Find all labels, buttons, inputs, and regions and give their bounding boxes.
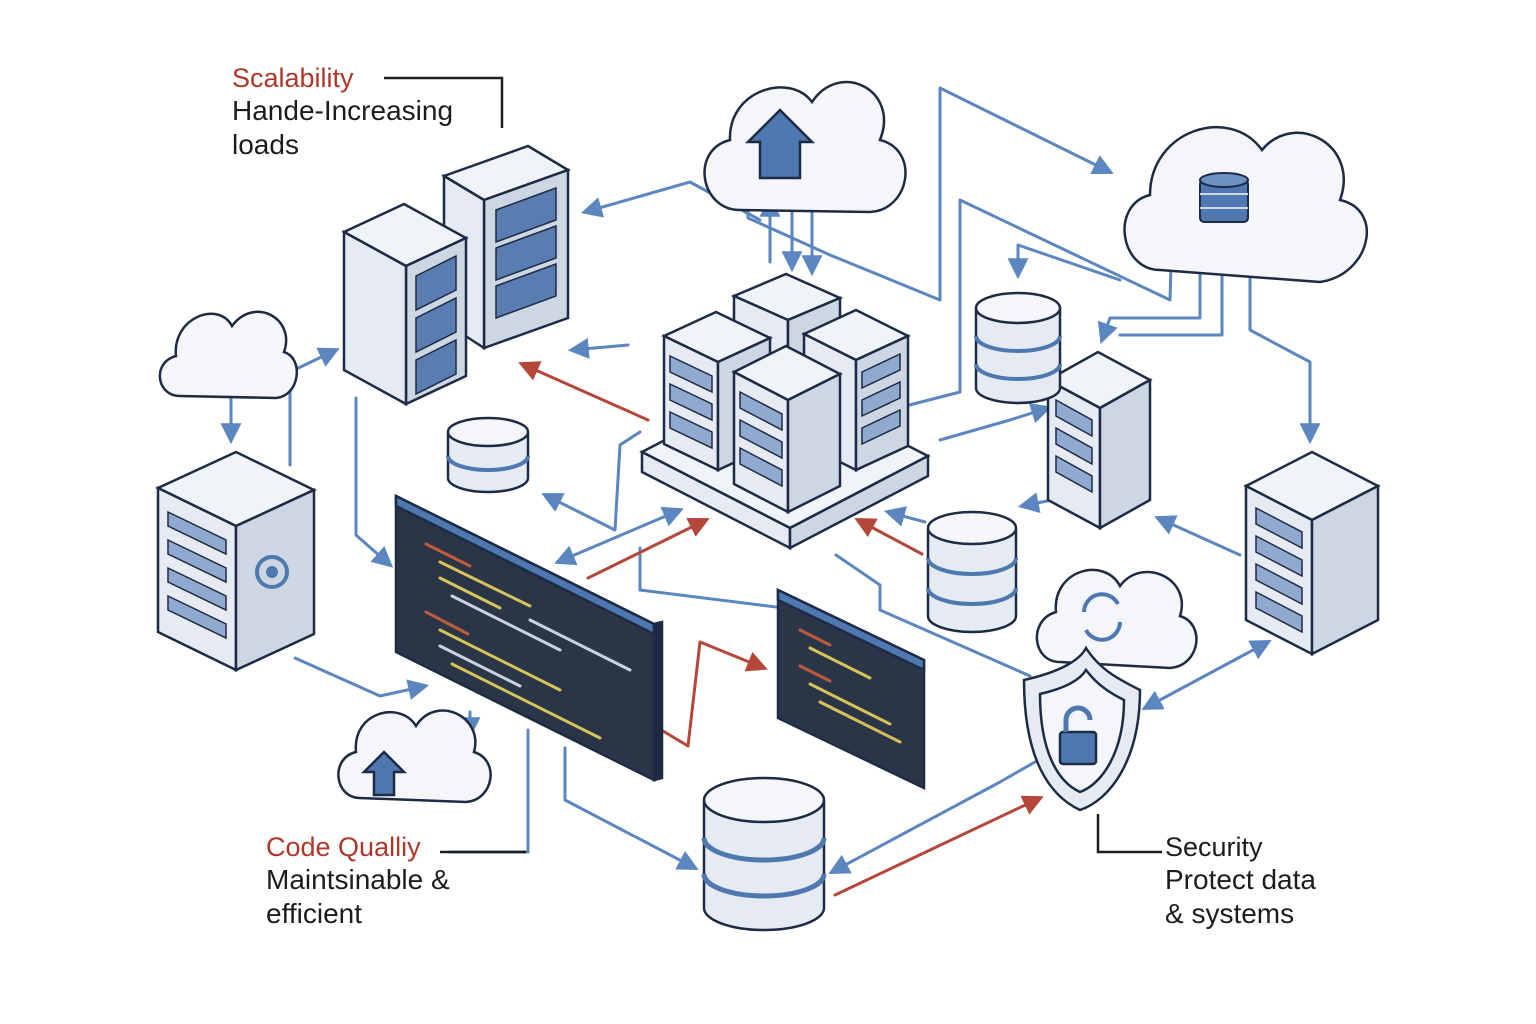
highlight-arrows — [518, 361, 1044, 897]
highlight-arrow — [656, 640, 768, 748]
flow-arrow — [567, 338, 630, 359]
code-quality-line-2: efficient — [266, 897, 362, 929]
callout-leaders — [384, 76, 1162, 854]
security-leader — [1096, 814, 1162, 854]
code-quality-callout: Code Qualliy Maintsinable & efficient — [266, 831, 450, 931]
flow-arrow — [563, 746, 699, 870]
flow-arrow — [938, 86, 1114, 302]
server-rack-icon — [1045, 350, 1153, 531]
code-monitor-icon — [776, 588, 926, 790]
flow-arrow — [1097, 248, 1202, 344]
flow-arrow — [828, 760, 1037, 874]
highlight-arrow — [854, 518, 924, 556]
code-quality-title: Code Qualliy — [266, 832, 421, 862]
flow-arrow — [293, 656, 430, 700]
cloud-icon — [158, 310, 298, 400]
flow-arrow — [883, 506, 927, 527]
flow-arrow — [1141, 640, 1272, 710]
server-rack-icon — [155, 450, 317, 672]
security-line-2: & systems — [1165, 897, 1295, 929]
scalability-title: Scalability — [232, 63, 354, 93]
scalability-leader — [384, 76, 504, 128]
flow-arrow — [541, 430, 642, 532]
database-cylinder-icon — [701, 776, 827, 932]
cloud-sync-icon — [1035, 568, 1198, 670]
cloud-upload-icon — [703, 80, 907, 214]
flow-arrow — [888, 198, 1183, 412]
code-monitor-icon — [394, 493, 664, 783]
security-line-1: Protect data — [1165, 864, 1316, 896]
server-cluster — [639, 272, 931, 551]
flow-arrow — [834, 553, 1032, 678]
scalability-line-2: loads — [232, 128, 299, 160]
scalability-line-1: Hande-Increasing — [232, 95, 454, 127]
server-rack-icon — [441, 144, 571, 351]
security-callout: Security Protect data & systems — [1165, 831, 1316, 931]
shield-lock-icon — [1022, 645, 1142, 812]
flow-arrow — [1007, 243, 1122, 282]
flow-arrow — [554, 506, 684, 566]
server-rack-icon — [731, 344, 843, 515]
highlight-arrow — [833, 795, 1044, 897]
cloud-database-icon — [1123, 125, 1368, 284]
flow-arrow — [1248, 266, 1321, 445]
database-cylinder-icon — [926, 510, 1018, 634]
flow-arrow — [938, 403, 1053, 442]
cloud-upload-icon — [337, 709, 492, 804]
connector-arrows — [220, 86, 1321, 874]
flow-arrow — [638, 546, 802, 612]
security-title: Security — [1165, 832, 1263, 862]
flow-arrow — [1154, 515, 1242, 557]
flow-arrow — [1017, 492, 1054, 514]
scalability-callout: Scalability Hande-Increasing loads — [232, 62, 453, 162]
database-cylinder-icon — [446, 416, 530, 494]
flow-arrow — [1118, 245, 1233, 337]
highlight-arrow — [518, 361, 650, 422]
code-quality-line-1: Maintsinable & — [266, 864, 450, 896]
highlight-arrow — [586, 517, 710, 580]
server-rack-icon — [1243, 450, 1381, 657]
database-cylinder-icon — [974, 291, 1062, 405]
flow-arrow — [354, 396, 394, 568]
server-rack-icon — [341, 202, 469, 407]
